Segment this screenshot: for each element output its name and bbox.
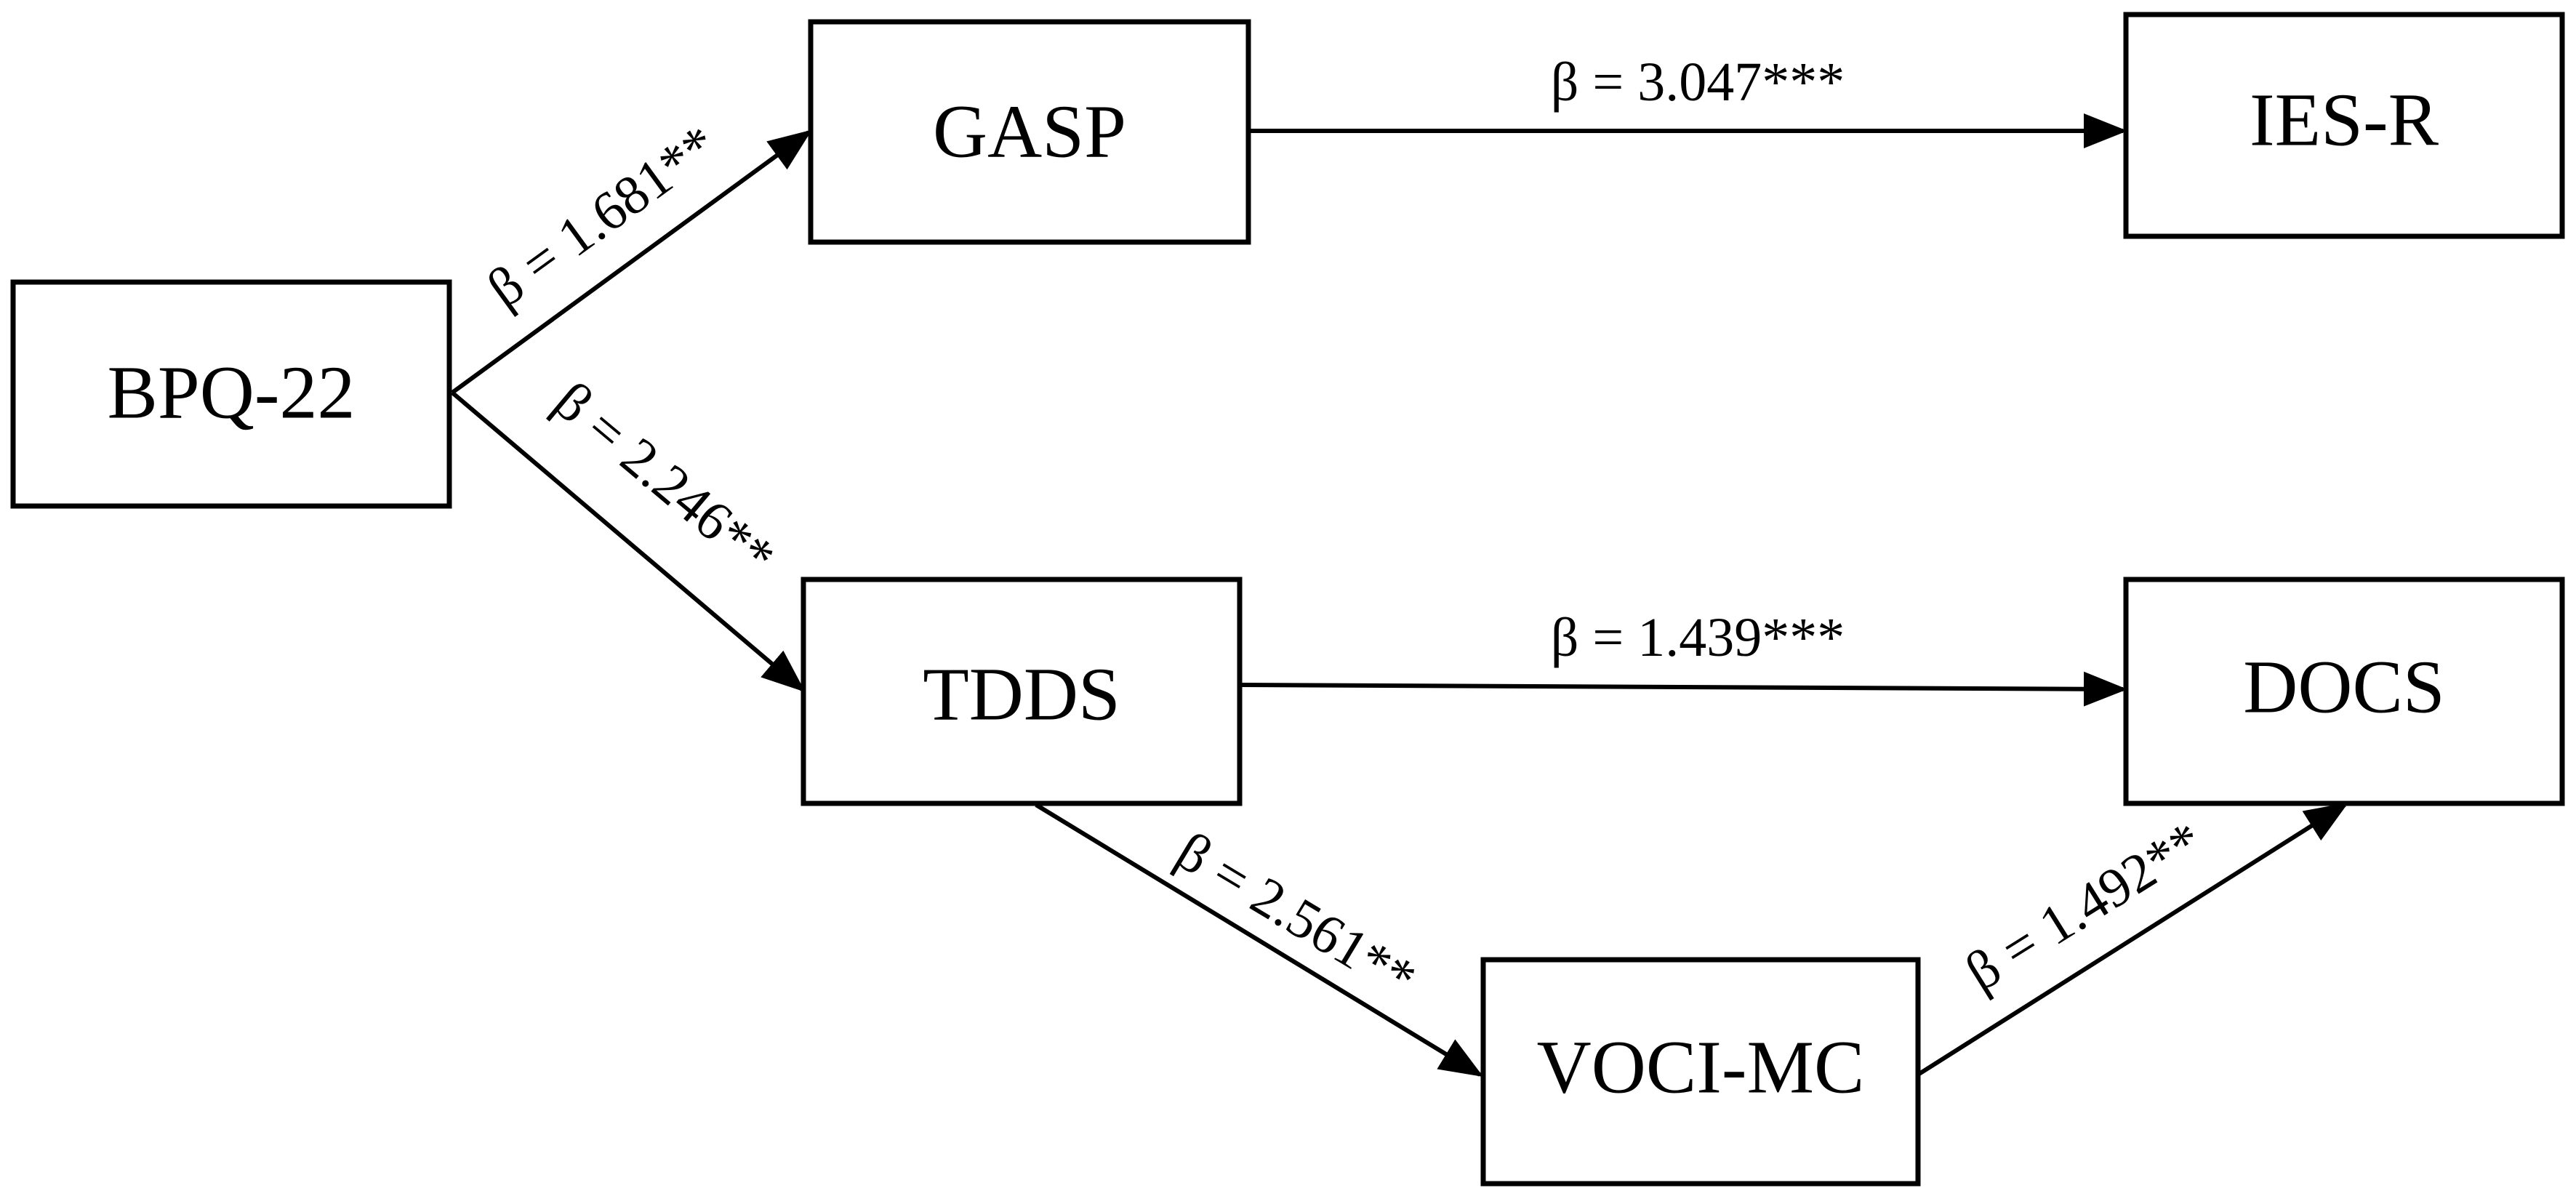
node-box-iesr bbox=[2123, 12, 2565, 239]
node-iesr: IES-R bbox=[2123, 12, 2565, 239]
node-vocimc: VOCI-MC bbox=[1480, 957, 1921, 1187]
arrow-bpq22-to-tdds bbox=[451, 390, 806, 692]
edge-label-vocimc-docs: β = 1.492** bbox=[1955, 810, 2213, 1003]
node-tdds: TDDS bbox=[801, 577, 1243, 806]
edge-label-tdds-docs: β = 1.439*** bbox=[1551, 607, 1845, 668]
edge-label-gasp-iesr: β = 3.047*** bbox=[1551, 52, 1845, 113]
edge-label-bpq22-tdds: β = 2.246** bbox=[543, 370, 787, 588]
edge-tdds-vocimc: β = 2.561** bbox=[1035, 803, 1484, 1077]
edge-label-tdds-vocimc: β = 2.561** bbox=[1166, 820, 1426, 1010]
node-label-vocimc: VOCI-MC bbox=[1537, 1026, 1865, 1109]
node-box-tdds bbox=[801, 577, 1243, 806]
node-docs: DOCS bbox=[2123, 577, 2565, 806]
arrow-bpq22-to-gasp bbox=[451, 129, 812, 395]
node-label-gasp: GASP bbox=[933, 90, 1126, 174]
edge-bpq22-gasp: β = 1.681** bbox=[451, 113, 812, 395]
node-box-bpq22 bbox=[10, 279, 452, 509]
edge-vocimc-docs: β = 1.492** bbox=[1917, 802, 2349, 1077]
node-label-bpq22: BPQ-22 bbox=[108, 351, 356, 435]
node-box-docs bbox=[2123, 577, 2565, 806]
edge-tdds-docs: β = 1.439*** bbox=[1241, 607, 2127, 707]
node-box-gasp bbox=[808, 19, 1251, 245]
arrow-tdds-to-vocimc bbox=[1035, 803, 1484, 1077]
node-label-iesr: IES-R bbox=[2250, 79, 2439, 162]
node-bpq22: BPQ-22 bbox=[10, 279, 452, 509]
arrow-vocimc-to-docs bbox=[1917, 802, 2349, 1077]
arrow-tdds-to-docs bbox=[1241, 671, 2127, 707]
node-gasp: GASP bbox=[808, 19, 1251, 245]
node-label-tdds: TDDS bbox=[923, 653, 1120, 737]
node-box-vocimc bbox=[1480, 957, 1921, 1187]
edge-gasp-iesr: β = 3.047*** bbox=[1251, 52, 2127, 148]
edge-bpq22-tdds: β = 2.246** bbox=[451, 370, 806, 692]
node-label-docs: DOCS bbox=[2243, 646, 2444, 729]
